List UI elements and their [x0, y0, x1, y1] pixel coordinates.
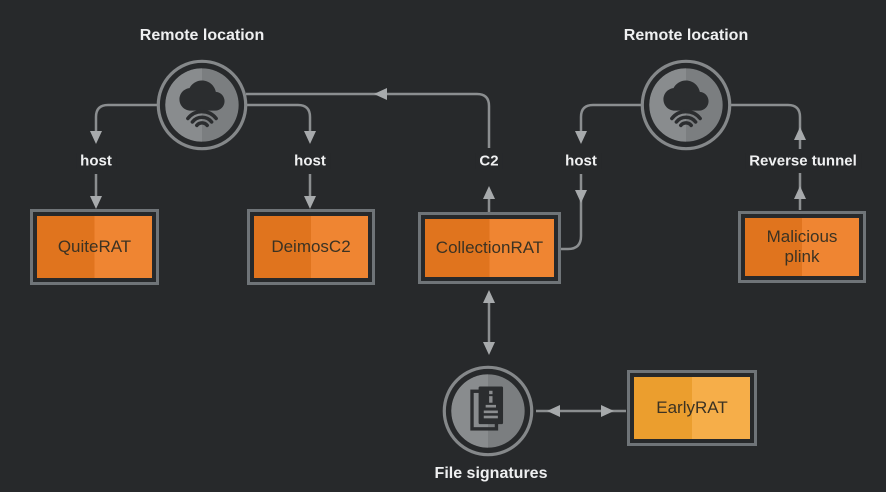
edge-label-reverse-tunnel: Reverse tunnel — [745, 152, 861, 170]
arrowhead-left-icon — [374, 88, 387, 100]
edge-c2-seg1 — [246, 92, 491, 148]
collectionrat-node: CollectionRAT — [418, 212, 561, 284]
arrowhead-down-icon — [90, 131, 102, 144]
arrowhead-down-icon — [304, 131, 316, 144]
edge-host-right-seg2 — [561, 174, 583, 251]
edge-host-left-seg1 — [94, 103, 158, 131]
collectionrat-label: CollectionRAT — [425, 219, 554, 277]
arrowhead-left-icon — [547, 405, 560, 417]
arrowhead-up-icon — [794, 127, 806, 140]
file-signatures-node — [441, 364, 535, 458]
quiterat-node: QuiteRAT — [30, 209, 159, 285]
quiterat-label: QuiteRAT — [37, 216, 152, 278]
file-signatures-label: File signatures — [434, 465, 548, 482]
edge-label-c2: C2 — [475, 152, 503, 170]
edge-host-right-seg1 — [579, 103, 642, 131]
malicious-plink-node: Malicious plink — [738, 211, 866, 283]
malicious-plink-label: Malicious plink — [745, 218, 859, 276]
document-info-icon — [442, 365, 534, 457]
remote-location-node-right — [639, 58, 733, 152]
edge-label-host-left: host — [76, 152, 116, 170]
remote-location-label-left: Remote location — [139, 27, 265, 44]
remote-location-node-left — [155, 58, 249, 152]
cloud-icon — [156, 59, 248, 151]
edge-label-host-mid: host — [290, 152, 330, 170]
deimosc2-label: DeimosC2 — [254, 216, 368, 278]
remote-location-label-right: Remote location — [623, 27, 749, 44]
cloud-icon — [640, 59, 732, 151]
earlyrat-label: EarlyRAT — [634, 377, 750, 439]
arrowhead-down-icon — [575, 190, 587, 203]
arrowhead-down-icon — [304, 196, 316, 209]
arrowhead-up-icon — [794, 186, 806, 199]
arrowhead-down-icon — [575, 131, 587, 144]
earlyrat-node: EarlyRAT — [627, 370, 757, 446]
edge-host-mid-seg1 — [246, 103, 312, 131]
arrowhead-down-icon — [90, 196, 102, 209]
arrowhead-up-icon — [483, 290, 495, 303]
arrowhead-up-icon — [483, 186, 495, 199]
arrowhead-down-icon — [483, 342, 495, 355]
edge-label-host-right: host — [561, 152, 601, 170]
arrowhead-right-icon — [601, 405, 614, 417]
edge-reverse-tunnel-seg1 — [730, 103, 802, 149]
deimosc2-node: DeimosC2 — [247, 209, 375, 285]
